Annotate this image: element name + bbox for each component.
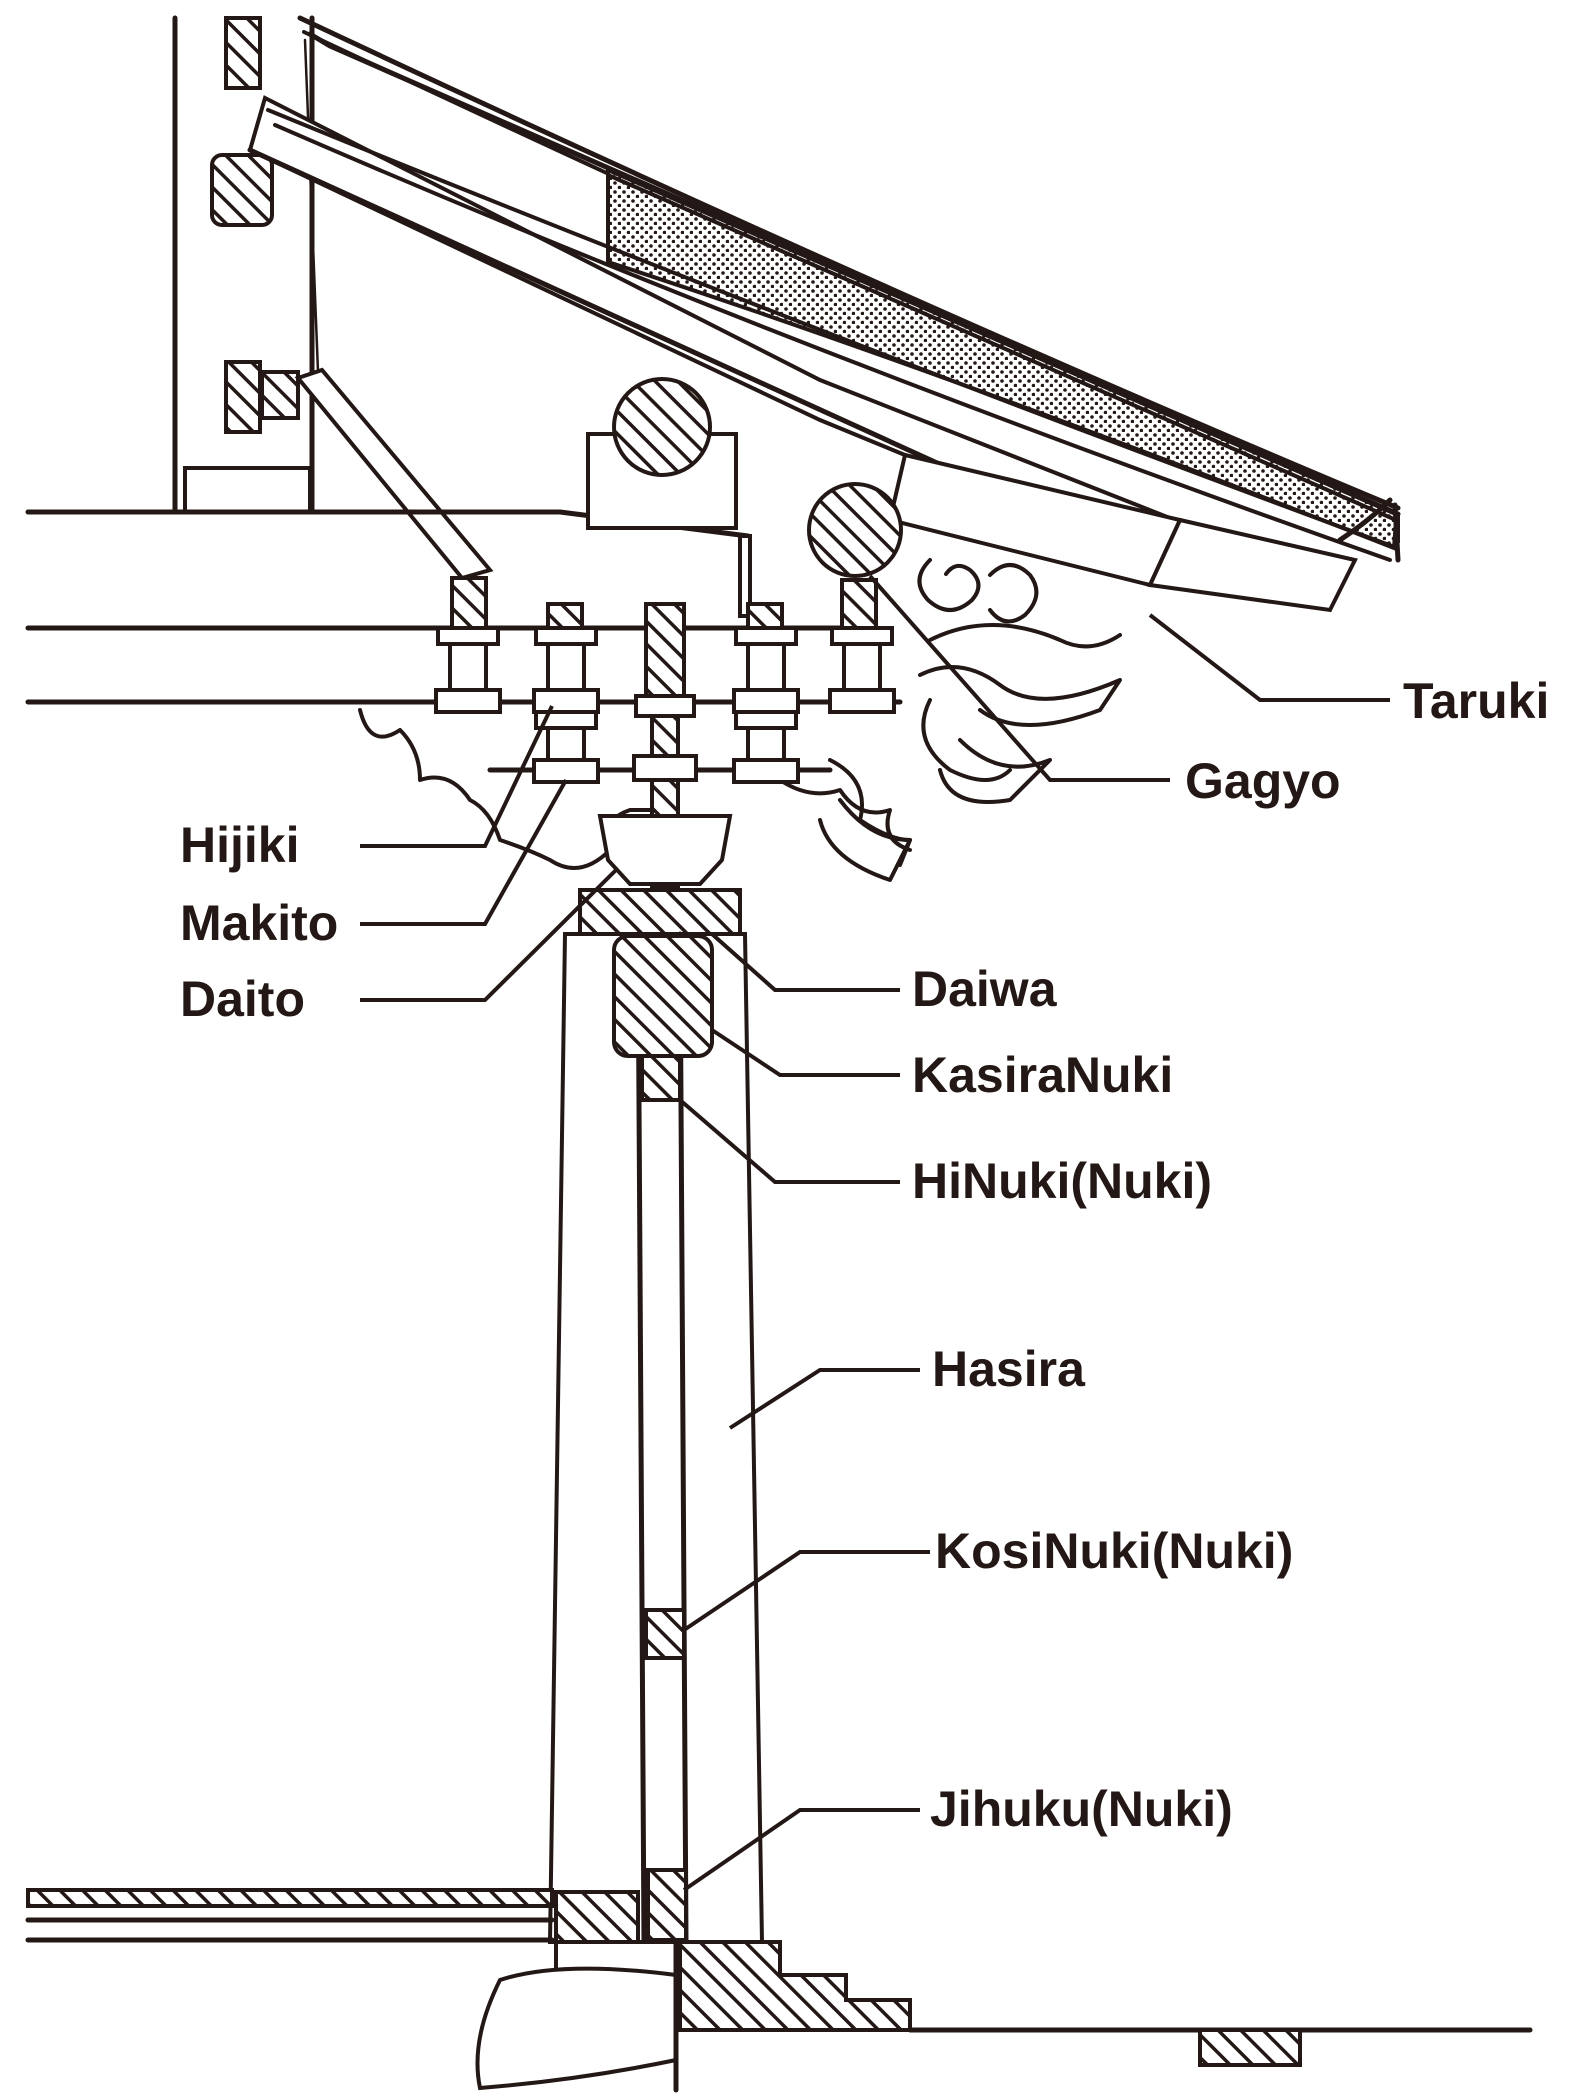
leader-lines [360, 574, 1390, 1892]
leader-hinuki [678, 1098, 900, 1184]
roof [247, 15, 1401, 613]
makito-block [732, 688, 800, 714]
makito-block [732, 758, 800, 784]
daiwa-block [578, 888, 742, 936]
leader-kasiranuki [710, 1028, 900, 1077]
leader-hasira [728, 1368, 920, 1430]
leader-daito [360, 868, 618, 1002]
label-hinuki: HiNuki(Nuki) [912, 1153, 1212, 1209]
label-daito: Daito [180, 971, 305, 1027]
floor-and-foundation [25, 1888, 1533, 2093]
label-kosinuki: KosiNuki(Nuki) [935, 1523, 1293, 1579]
makito-block [828, 688, 896, 714]
leader-jihuku [682, 1808, 920, 1892]
leader-gagyo [868, 574, 1170, 782]
label-gagyo: Gagyo [1185, 753, 1341, 809]
label-daiwa: Daiwa [912, 961, 1058, 1017]
label-jihuku: Jihuku(Nuki) [930, 1781, 1233, 1837]
carved-ornament [818, 558, 1122, 882]
leader-hijiki [360, 705, 554, 848]
makito-block [532, 758, 600, 784]
label-taruki: Taruki [1403, 673, 1549, 729]
makito-block [436, 626, 500, 646]
makito-block [534, 626, 598, 646]
leader-daiwa [710, 932, 900, 992]
center-hijiki [597, 602, 733, 888]
labels: Taruki Gagyo Hijiki Makito Daito Daiwa K… [180, 673, 1549, 1837]
leader-kosinuki [682, 1550, 930, 1632]
label-kasiranuki: KasiraNuki [912, 1047, 1173, 1103]
makito-block [734, 626, 798, 646]
makito-block [532, 688, 600, 714]
makito-block [434, 688, 502, 714]
makito-block [734, 710, 798, 730]
label-makito: Makito [180, 895, 338, 951]
makito-block [830, 626, 894, 646]
makito-blocks [434, 626, 896, 784]
label-hasira: Hasira [932, 1341, 1086, 1397]
label-hijiki: Hijiki [180, 817, 299, 873]
leader-taruki [1148, 613, 1390, 702]
hasira-column [547, 931, 765, 1945]
leader-makito [360, 779, 568, 926]
upper-wall [172, 15, 494, 581]
